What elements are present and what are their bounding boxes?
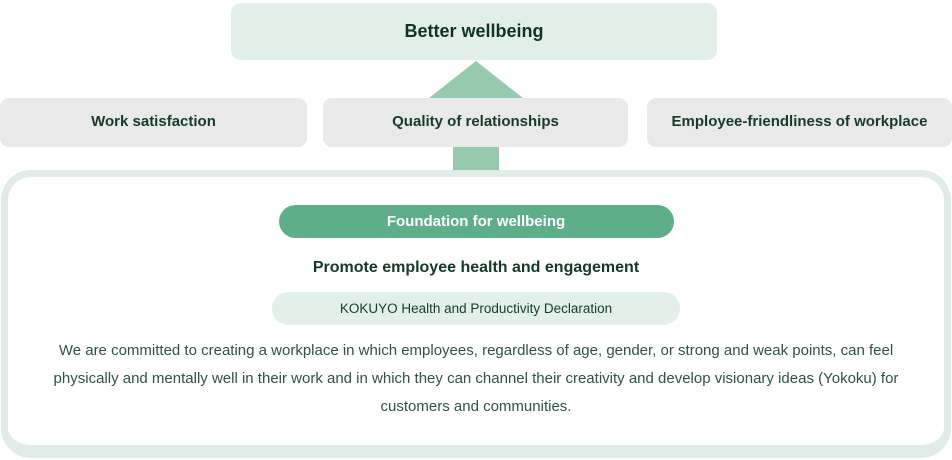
- pillar-label: Employee-friendliness of workplace: [671, 113, 928, 131]
- better-wellbeing-box: Better wellbeing: [231, 3, 717, 60]
- declaration-pill: KOKUYO Health and Productivity Declarati…: [272, 292, 680, 325]
- foundation-subtitle: Promote employee health and engagement: [312, 259, 640, 276]
- foundation-description: We are committed to creating a workplace…: [53, 342, 899, 415]
- pillar-quality-of-relationships: Quality of relationships: [323, 98, 628, 147]
- foundation-panel: Foundation for wellbeing Promote employe…: [1, 170, 951, 458]
- pillar-employee-friendliness: Employee-friendliness of workplace: [647, 98, 952, 147]
- better-wellbeing-label: Better wellbeing: [404, 21, 544, 41]
- pillar-label: Work satisfaction: [91, 113, 216, 131]
- foundation-title-label: Foundation for wellbeing: [386, 213, 566, 230]
- foundation-title-pill: Foundation for wellbeing: [278, 205, 674, 238]
- pillar-label: Quality of relationships: [392, 113, 559, 131]
- pillar-work-satisfaction: Work satisfaction: [0, 98, 307, 147]
- declaration-label: KOKUYO Health and Productivity Declarati…: [339, 301, 613, 316]
